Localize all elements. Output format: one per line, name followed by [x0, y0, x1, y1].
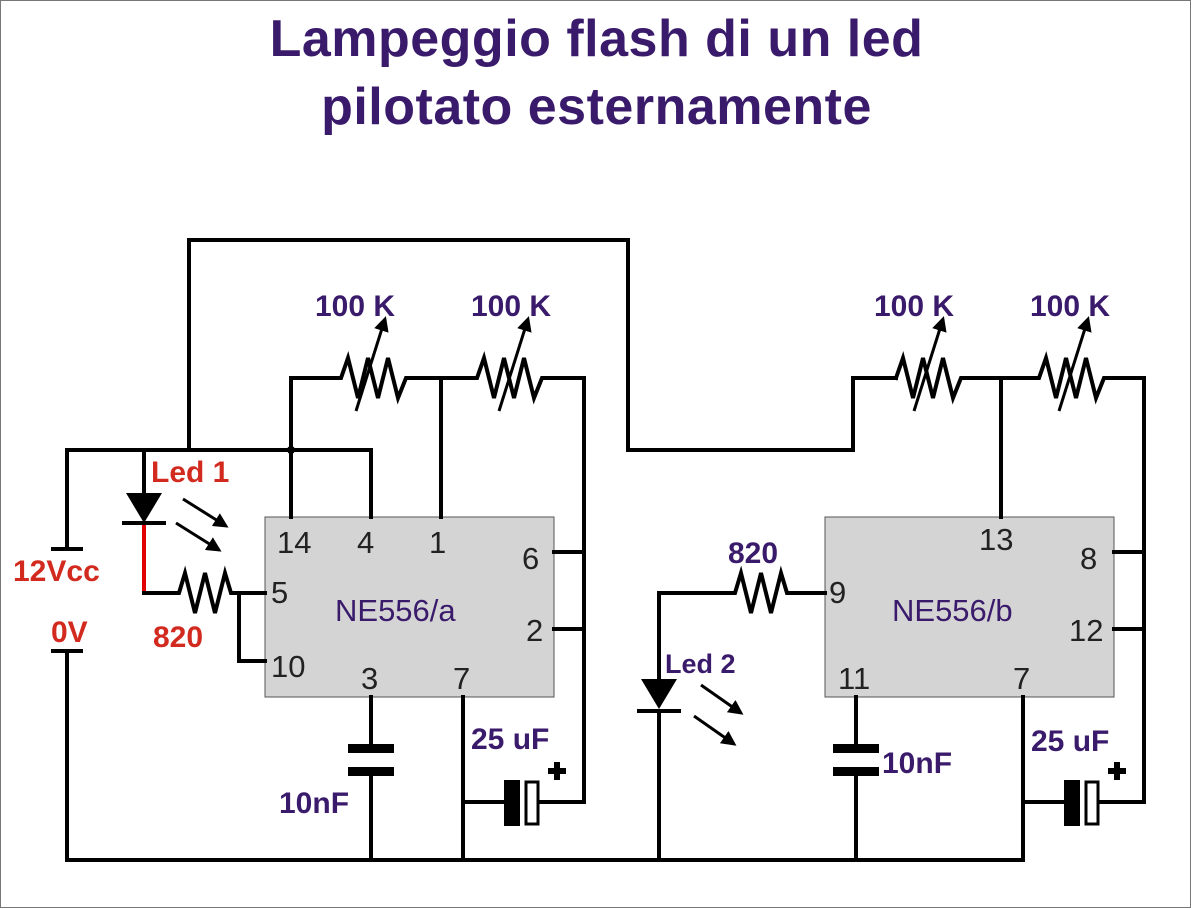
label-pot-b1: 100 K — [874, 290, 954, 323]
cap-25uf-a-neg — [504, 780, 520, 826]
label-pot-a1: 100 K — [315, 290, 395, 323]
pot-b2-arrow — [1057, 316, 1092, 412]
cap-10nf-b-top — [833, 744, 879, 753]
resistor-820-a — [167, 565, 241, 614]
chip-ne556-a — [264, 516, 555, 698]
cap-10nf-a-top — [348, 744, 394, 753]
title-line-2: pilotato esternamente — [321, 78, 872, 136]
led2-ray-1 — [700, 683, 744, 715]
pin-b-8: 8 — [1080, 541, 1097, 576]
potentiometer-a1 — [333, 351, 443, 405]
pin-a-5: 5 — [271, 575, 288, 610]
label-pot-b2: 100 K — [1030, 290, 1110, 323]
pin-a-14: 14 — [277, 525, 311, 560]
label-pot-a2: 100 K — [471, 290, 551, 323]
cap-25uf-a-pos — [524, 780, 540, 826]
pin-a-7: 7 — [453, 661, 470, 696]
pot-b1-arrow — [912, 316, 947, 412]
wire-right-b — [1098, 376, 1146, 804]
potentiometer-b2 — [999, 351, 1146, 405]
wire-pin14 — [289, 376, 337, 519]
label-led1: Led 1 — [151, 456, 229, 489]
cap-10nf-a-bottom — [348, 767, 394, 776]
pin-a-2: 2 — [526, 613, 543, 648]
wire-pin10 — [237, 591, 267, 663]
potentiometer-b1 — [893, 351, 1003, 405]
led1-ray-2 — [175, 521, 222, 552]
label-res-a: 820 — [153, 621, 203, 654]
wire-vcc-rail — [65, 448, 373, 551]
led2-ray-2 — [693, 714, 737, 746]
pin-a-4: 4 — [357, 525, 374, 560]
plus-sign-b — [1108, 762, 1126, 780]
label-cap-b-small: 10nF — [882, 747, 952, 780]
wire-led2-top — [657, 591, 731, 681]
label-0v: 0V — [51, 616, 88, 649]
led2-symbol — [641, 679, 677, 709]
pin-b-11: 11 — [838, 661, 870, 696]
pin-b-12: 12 — [1069, 613, 1103, 648]
plus-sign-a — [548, 762, 566, 780]
led1-symbol — [126, 493, 162, 523]
label-cap-a-elec: 25 uF — [471, 723, 549, 756]
label-cap-b-elec: 25 uF — [1031, 725, 1109, 758]
led1-ray-1 — [182, 497, 229, 528]
pin-a-6: 6 — [522, 541, 539, 576]
label-res-b: 820 — [728, 537, 778, 570]
pin-a-1: 1 — [429, 525, 446, 560]
resistor-820-b — [727, 565, 795, 614]
pot-a1-arrow — [354, 316, 389, 412]
pin-a-10: 10 — [271, 649, 305, 684]
label-cap-a-small: 10nF — [279, 787, 349, 820]
label-12vcc: 12Vcc — [13, 555, 100, 588]
label-led2: Led 2 — [665, 649, 736, 679]
chip-b-name: NE556/b — [892, 593, 1013, 628]
cap-25uf-b-neg — [1064, 780, 1080, 826]
pot-a2-arrow — [497, 316, 532, 412]
title-line-1: Lampeggio flash di un led — [269, 10, 924, 68]
cap-25uf-b-pos — [1084, 780, 1100, 826]
wire-right-a — [538, 376, 586, 804]
pin-b-13: 13 — [979, 522, 1013, 557]
pin-a-3: 3 — [361, 661, 378, 696]
chip-ne556-b — [824, 516, 1115, 698]
chip-a-name: NE556/a — [335, 593, 456, 628]
pin-b-9: 9 — [829, 575, 846, 610]
wire-top-loop — [187, 238, 898, 452]
wire-ground-rail — [65, 649, 1025, 862]
pin-b-7: 7 — [1013, 661, 1030, 696]
cap-10nf-b-bottom — [833, 767, 879, 776]
